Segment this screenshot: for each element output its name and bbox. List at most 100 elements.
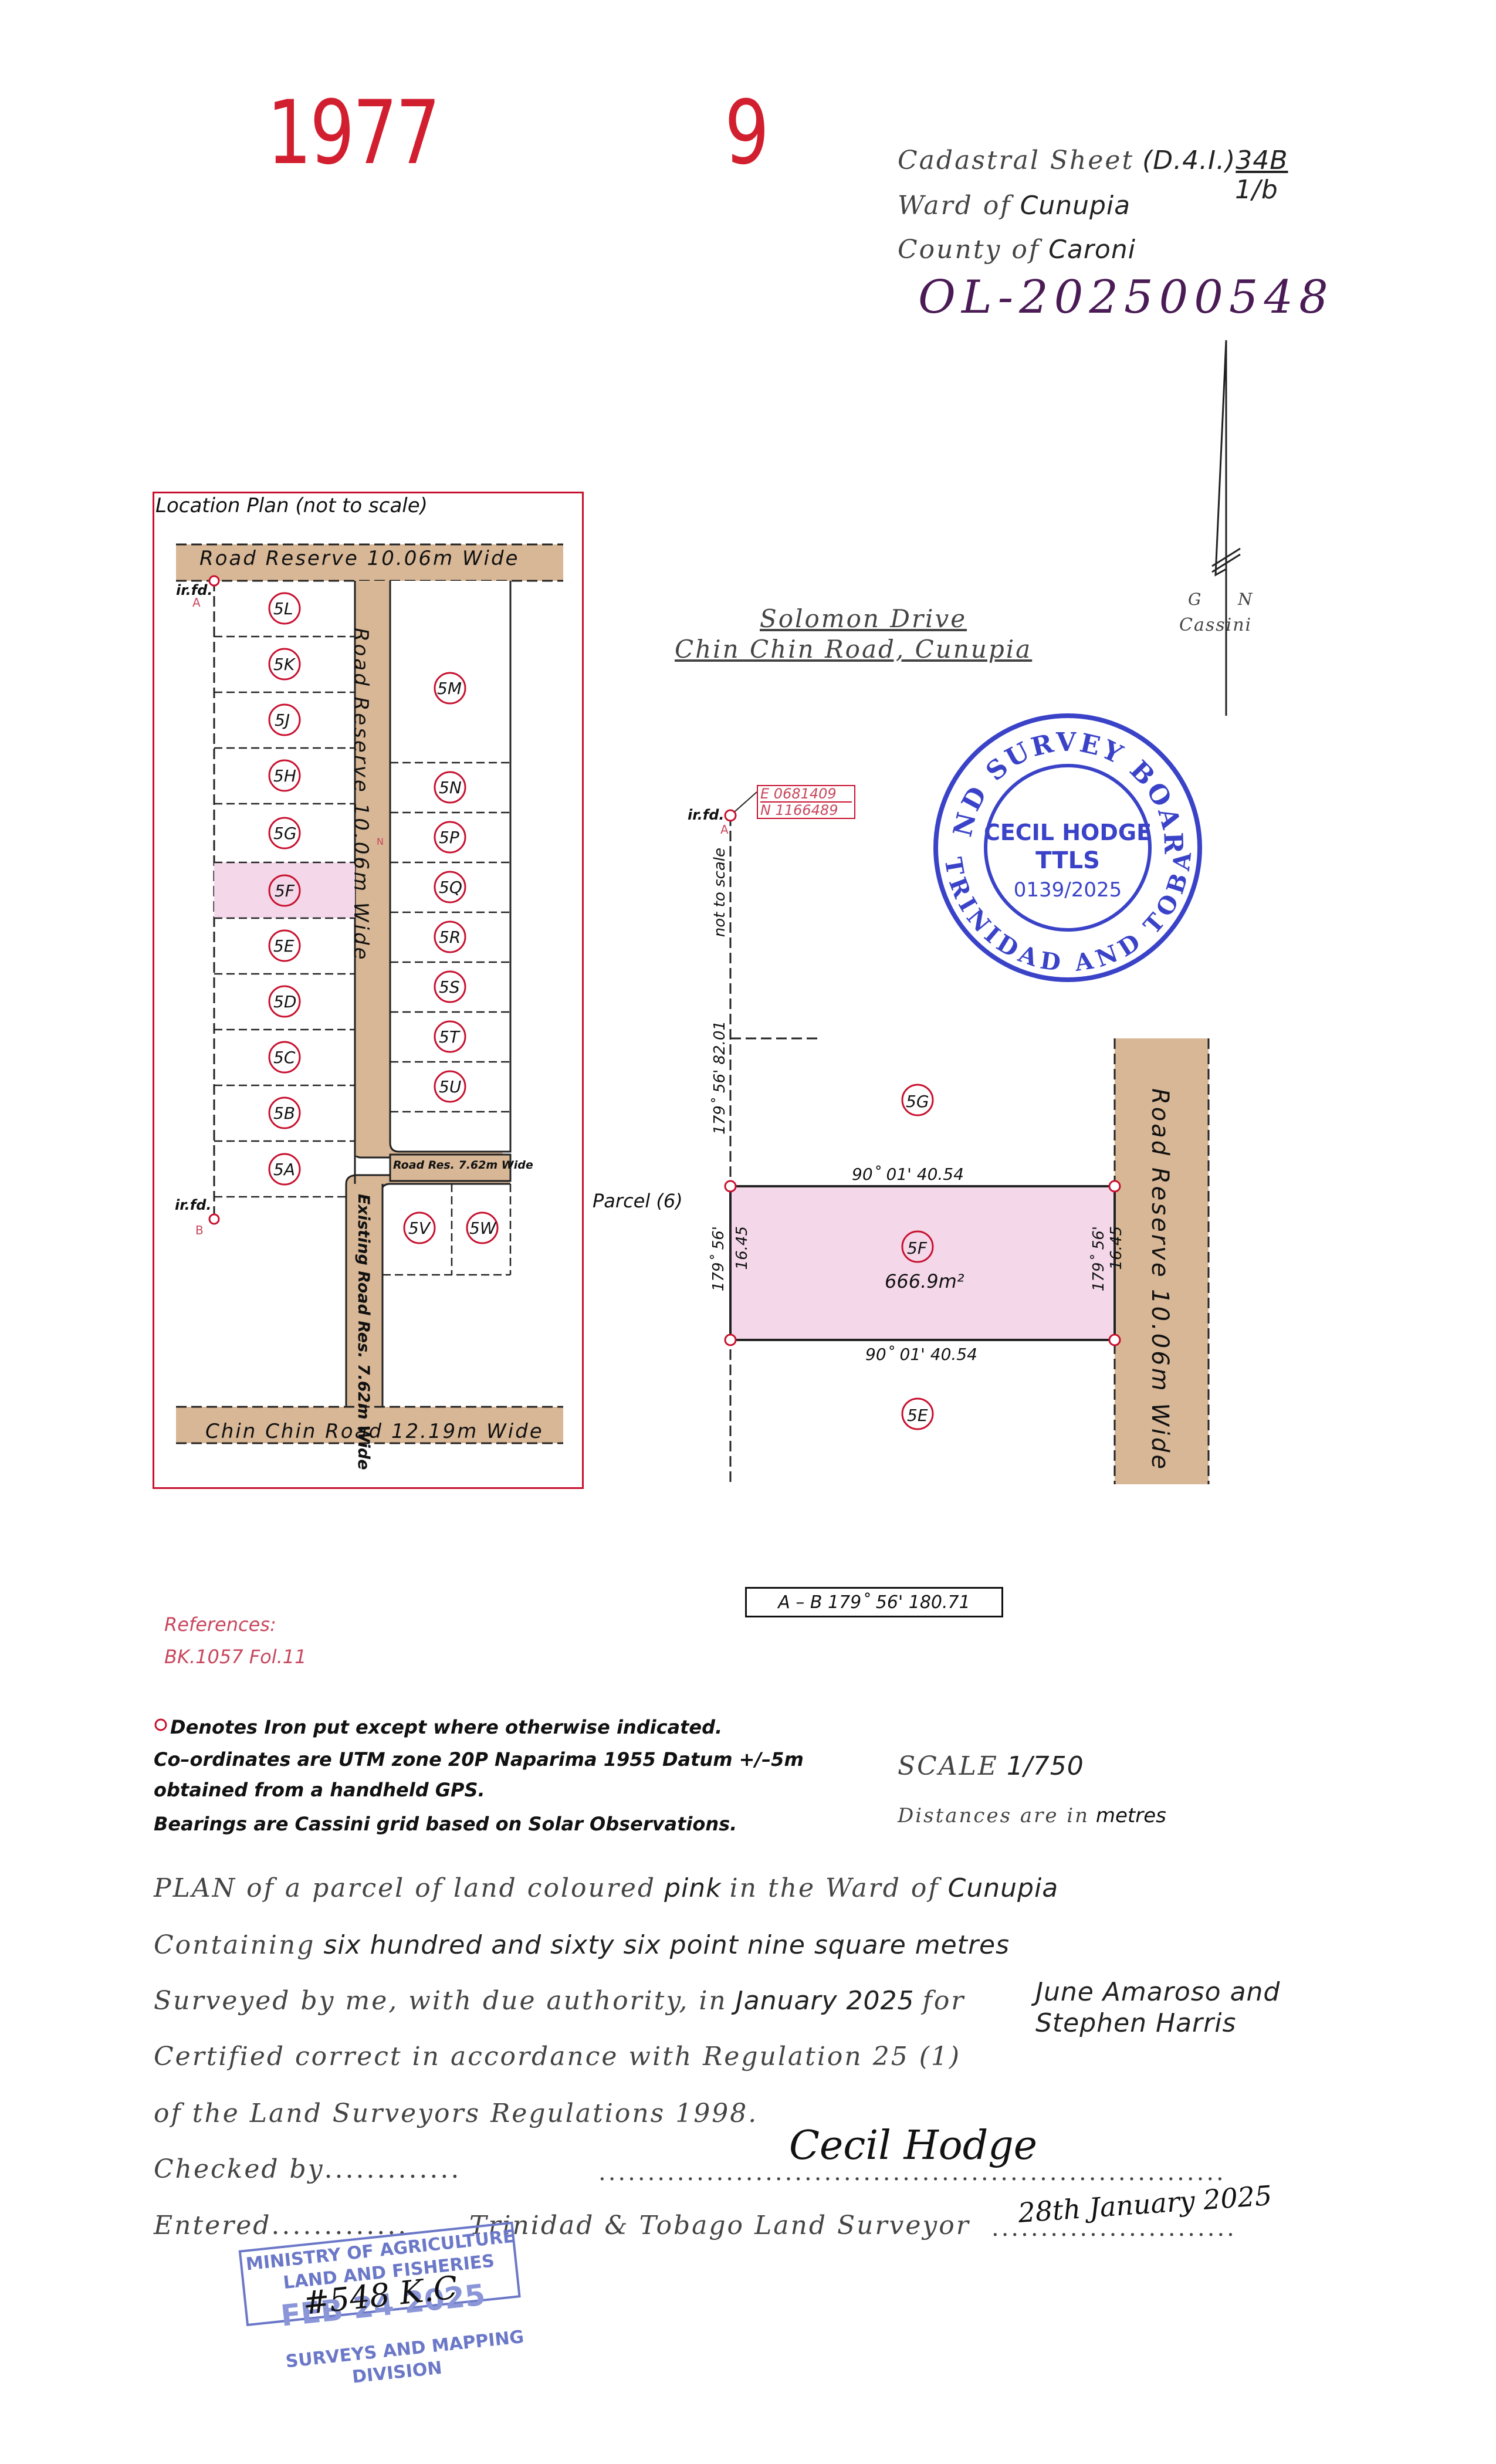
lot-label: 5M <box>437 679 462 698</box>
references-value: BK.1057 Fol.11 <box>164 1646 307 1668</box>
note-1: Denotes Iron put except where otherwise … <box>170 1716 723 1738</box>
lot-label: 5W <box>469 1219 496 1238</box>
plan-left-bearing: 179˚ 56' 82.01 <box>711 1021 729 1135</box>
lot-label: 5N <box>439 778 462 797</box>
loc-bottom-road: Chin Chin Road 12.19m Wide <box>205 1420 544 1443</box>
plan-left-dist: 16.45 <box>733 1226 751 1270</box>
loc-irfd-a: ir.fd. <box>176 582 213 598</box>
location-plan-title: Location Plan (not to scale) <box>155 494 428 517</box>
handwritten-file-code: OL-202500548 <box>918 271 1334 324</box>
distances-unit: metres <box>1095 1804 1166 1827</box>
loc-point-b: B <box>195 1223 204 1237</box>
plan-right-bearing: 179˚ 56' <box>1090 1226 1108 1292</box>
north-label: Cassini <box>1179 615 1253 635</box>
coord-e: E 0681409 <box>760 786 837 802</box>
cadastral-sheet: 34B <box>1236 145 1288 175</box>
client-line-2: Stephen Harris <box>1035 2008 1237 2038</box>
note-3: obtained from a handheld GPS. <box>154 1779 485 1801</box>
loc-north-mark: N <box>377 836 384 847</box>
references-label: References: <box>164 1613 276 1636</box>
scale-line: SCALE 1/750 <box>898 1751 1084 1781</box>
lot-label: 5A <box>273 1160 295 1179</box>
plan-top-bearing: 90˚ 01' 40.54 <box>852 1165 964 1184</box>
lot-label: 5R <box>439 928 461 947</box>
loc-top-road: Road Reserve 10.06m Wide <box>199 547 520 570</box>
plan-text-line-3: Surveyed by me, with due authority, in J… <box>154 1986 966 2016</box>
north-n: N <box>1238 590 1254 609</box>
lot-label: 5H <box>273 766 296 786</box>
signature-line: ........................................… <box>598 2159 1226 2186</box>
plan-right-dist: 16.45 <box>1108 1226 1125 1270</box>
lot-label: 5B <box>273 1104 296 1123</box>
plan-road-label: Road Reserve 10.06m Wide <box>1146 1088 1173 1472</box>
location-plan-frame <box>153 492 584 1489</box>
plan-irfd: ir.fd. <box>688 807 725 823</box>
cadastral-sheet-line: Cadastral Sheet (D.4.I.)34B <box>898 145 1288 175</box>
loc-existing-road: Existing Road Res. 7.62m Wide <box>354 1194 373 1470</box>
lot-label: 5D <box>273 992 297 1011</box>
plan-point-a: A <box>720 823 729 837</box>
cadastral-label: Cadastral Sheet <box>898 145 1135 175</box>
lot-label: 5K <box>273 655 295 674</box>
surveyor-title: Trinidad & Tobago Land Surveyor <box>469 2211 970 2240</box>
note-4: Bearings are Cassini grid based on Solar… <box>154 1813 737 1835</box>
north-arrow <box>1211 340 1241 716</box>
coord-n: N 1166489 <box>760 801 852 818</box>
surveyor-signature: Cecil Hodge <box>789 2123 1038 2169</box>
plan-text-line-1: PLAN of a parcel of land coloured pink i… <box>154 1873 1059 1903</box>
lot-label: 5E <box>273 936 295 956</box>
parcel-label: Parcel (6) <box>593 1190 683 1212</box>
loc-small-road: Road Res. 7.62m Wide <box>393 1159 533 1172</box>
stamp-number: 0139/2025 <box>1014 878 1122 902</box>
location-plan-map <box>176 543 563 1444</box>
entered-line: Entered............. <box>154 2211 409 2240</box>
county-value: Caroni <box>1048 235 1136 265</box>
cadastral-sub: 1/b <box>1235 175 1278 205</box>
checked-line: Checked by............. <box>154 2154 462 2184</box>
county-line: County of Caroni <box>898 235 1136 265</box>
stamp-title: TTLS <box>1035 847 1100 874</box>
ward-line: Ward of Cunupia <box>898 191 1131 221</box>
parcel-plan <box>724 791 1210 1484</box>
lot-label: 5Q <box>439 878 462 897</box>
plan-text-line-5: of the Land Surveyors Regulations 1998. <box>154 2099 759 2128</box>
lot-label: 5T <box>439 1027 459 1047</box>
stamp-name: CECIL HODGE <box>984 820 1152 845</box>
plan-left-bearing-2: 179˚ 56' <box>710 1226 727 1292</box>
cadastral-value: (D.4.I.) <box>1142 145 1236 175</box>
loc-point-a: A <box>192 595 201 610</box>
date-line: ......................... <box>991 2215 1237 2242</box>
plan-bottom-bearing: 90˚ 01' 40.54 <box>865 1345 977 1364</box>
parcel-area: 666.9m² <box>885 1270 964 1292</box>
note-2: Co–ordinates are UTM zone 20P Naparima 1… <box>154 1748 804 1771</box>
land-survey-board-stamp: LAND SURVEY BOARD OF TRINIDAD AND TOBAGO… <box>930 710 1202 982</box>
plan-not-to-scale: not to scale <box>711 848 729 937</box>
lot-label: 5C <box>273 1048 296 1067</box>
lot-label: 5S <box>439 977 460 997</box>
road-title-1: Solomon Drive <box>760 604 967 633</box>
client-line-1: June Amaroso and <box>1035 1977 1281 2007</box>
lot-label: 5G <box>273 824 297 843</box>
plan-lot-above: 5G <box>906 1092 929 1111</box>
lot-label: 5L <box>273 599 293 618</box>
coordinate-box: E 0681409 N 1166489 <box>757 785 855 819</box>
north-g: G <box>1188 590 1203 609</box>
lot-label: 5U <box>439 1077 462 1096</box>
reference-number: 9 <box>725 82 770 184</box>
lot-label: 5V <box>408 1219 430 1238</box>
iron-symbol-icon <box>154 1718 168 1734</box>
plan-text-line-2: Containing six hundred and sixty six poi… <box>154 1930 1010 1960</box>
road-title-2: Chin Chin Road, Cunupia <box>675 635 1033 664</box>
loc-irfd-b: ir.fd. <box>175 1197 212 1213</box>
scale-value: 1/750 <box>1006 1751 1084 1781</box>
distances-line: Distances are in metres <box>898 1804 1166 1827</box>
ward-value: Cunupia <box>1020 191 1131 221</box>
lot-label: 5J <box>275 710 290 730</box>
plan-text-line-4: Certified correct in accordance with Reg… <box>154 2042 962 2072</box>
plan-lot-below: 5E <box>907 1406 928 1425</box>
loc-vertical-road: Road Reserve 10.06m Wide <box>349 628 373 962</box>
lot-label: 5P <box>439 828 459 847</box>
lot-label: 5F <box>275 881 295 901</box>
ab-line-box: A – B 179˚ 56' 180.71 <box>745 1587 1003 1617</box>
reference-year: 1977 <box>267 82 441 184</box>
